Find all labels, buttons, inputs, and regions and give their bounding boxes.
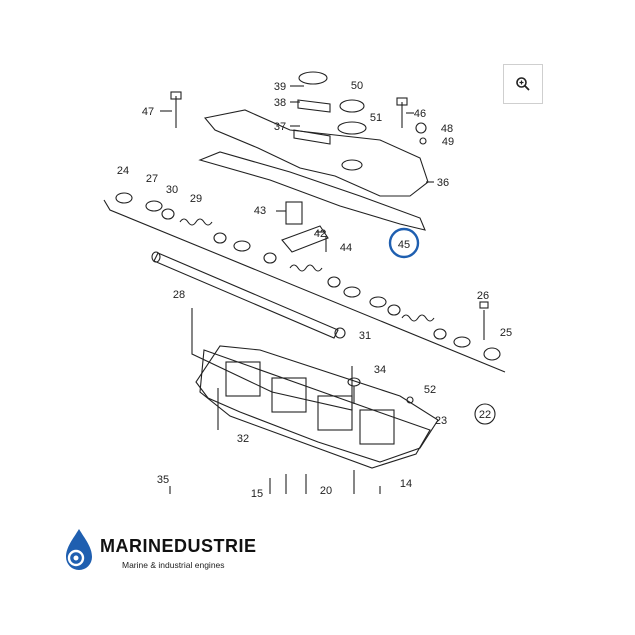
part-label-23: 23 <box>435 415 447 427</box>
brand-name: MARINEDUSTRIE <box>100 536 257 556</box>
part-label-34: 34 <box>374 364 386 376</box>
part-label-22: 22 <box>479 409 491 421</box>
part-label-20: 20 <box>320 485 332 497</box>
part-label-37: 37 <box>274 121 286 133</box>
zoom-button[interactable] <box>503 64 543 104</box>
part-label-51: 51 <box>370 112 382 124</box>
part-label-39: 39 <box>274 81 286 93</box>
part-label-14: 14 <box>400 478 412 490</box>
part-label-32: 32 <box>237 433 249 445</box>
part-label-45: 45 <box>398 239 410 251</box>
part-label-15: 15 <box>251 488 263 500</box>
brand-logo: MARINEDUSTRIE Marine & industrial engine… <box>62 527 322 577</box>
part-label-38: 38 <box>274 97 286 109</box>
part-label-47: 47 <box>142 106 154 118</box>
part-label-49: 49 <box>442 136 454 148</box>
part-label-48: 48 <box>441 123 453 135</box>
highlight-circle <box>388 227 420 259</box>
part-label-30: 30 <box>166 184 178 196</box>
part-label-52: 52 <box>424 384 436 396</box>
part-label-28: 28 <box>173 289 185 301</box>
part-label-31: 31 <box>359 330 371 342</box>
part-label-29: 29 <box>190 193 202 205</box>
part-label-27: 27 <box>146 173 158 185</box>
part-label-46: 46 <box>414 108 426 120</box>
part-label-24: 24 <box>117 165 129 177</box>
part-label-25: 25 <box>500 327 512 339</box>
part-label-50: 50 <box>351 80 363 92</box>
part-label-42: 42 <box>314 228 326 240</box>
part-label-35: 35 <box>157 474 169 486</box>
water-drop-gear-icon <box>66 529 92 570</box>
part-label-36: 36 <box>437 177 449 189</box>
callout-circle-22 <box>474 403 496 425</box>
brand-tagline: Marine & industrial engines <box>122 560 225 570</box>
zoom-in-icon <box>516 77 530 91</box>
part-label-26: 26 <box>477 290 489 302</box>
part-label-43: 43 <box>254 205 266 217</box>
part-label-44: 44 <box>340 242 352 254</box>
